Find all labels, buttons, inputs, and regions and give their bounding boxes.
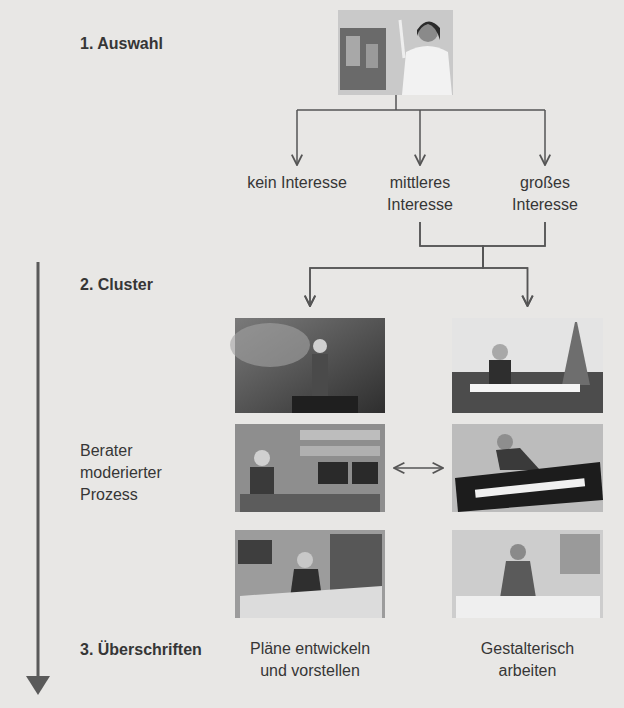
option-label: kein Interesse <box>245 172 349 194</box>
option-text: großes Interesse <box>493 172 597 222</box>
cluster-heading: Pläne entwickeln und vorstellen <box>242 638 378 682</box>
shelf <box>300 446 380 456</box>
step-heading: 2. Cluster <box>80 274 220 296</box>
person-head <box>492 344 508 360</box>
pipette <box>400 20 404 58</box>
lab-coat <box>402 46 452 95</box>
person-body <box>496 448 540 470</box>
split-lines <box>297 95 545 165</box>
person-hair <box>417 21 440 40</box>
print-photo <box>452 424 603 512</box>
merge-arrow <box>310 222 545 306</box>
eiffel-tower <box>562 322 590 385</box>
lab-bottle <box>346 36 360 66</box>
option-text: kein Interesse <box>245 172 349 200</box>
split-arrow <box>419 110 421 165</box>
person-head <box>254 450 270 466</box>
shelf <box>300 430 380 440</box>
poster <box>455 462 603 512</box>
photo-ground <box>452 530 603 618</box>
lab-bottle <box>366 44 378 68</box>
craft-photo <box>452 530 603 618</box>
cluster-column: Gestalterisch arbeiten <box>443 306 612 686</box>
person-body <box>489 360 511 388</box>
option-label: großes Interesse <box>493 172 597 216</box>
process-arrow-shaft <box>37 262 40 680</box>
process-arrow <box>26 262 50 695</box>
monitor <box>238 540 272 564</box>
cluster-heading: Gestalterisch arbeiten <box>460 638 596 682</box>
studio-photo <box>235 424 385 512</box>
split-arrow <box>544 110 546 165</box>
lab-photo <box>338 10 453 95</box>
projection-glow <box>230 323 310 367</box>
office-photo <box>235 530 385 618</box>
monitor <box>318 462 348 484</box>
split-line <box>297 109 545 111</box>
option-text: mittleres Interesse <box>368 172 472 222</box>
person-head <box>313 339 327 353</box>
person-head <box>297 552 313 568</box>
side-note: Berater moderierter Prozess <box>80 440 192 506</box>
table <box>470 384 580 392</box>
cluster-column: Pläne entwickeln und vorstellen <box>226 306 394 686</box>
option-label: mittleres Interesse <box>368 172 472 216</box>
split-arrow <box>296 110 298 165</box>
window <box>560 534 600 574</box>
photo-ground <box>452 318 603 413</box>
work-table <box>456 596 600 618</box>
photo-ground <box>452 424 603 512</box>
photo-ground <box>235 530 385 618</box>
person-body <box>312 354 328 396</box>
merge-arrow <box>310 222 483 306</box>
bookshelf <box>330 534 382 590</box>
photo-ground <box>338 10 453 95</box>
poster-stripe <box>475 478 585 497</box>
split-line <box>395 95 397 110</box>
desk <box>240 494 380 512</box>
person-head <box>510 544 526 560</box>
step-heading: 3. Überschriften <box>80 639 220 661</box>
presentation-photo <box>230 318 385 413</box>
person-body <box>250 467 274 497</box>
person-head <box>497 434 513 450</box>
lab-equipment <box>340 28 386 90</box>
table <box>292 396 358 413</box>
merge-arrow <box>483 222 545 306</box>
photo-ground <box>235 424 385 512</box>
process-arrow-head <box>26 676 50 695</box>
step-heading: 1. Auswahl <box>80 33 220 55</box>
paris-photo <box>452 318 603 413</box>
person-body <box>500 561 536 598</box>
monitor <box>352 462 378 484</box>
desk <box>240 586 382 618</box>
merge-arrow <box>420 222 528 306</box>
exchange-arrow <box>394 467 443 469</box>
